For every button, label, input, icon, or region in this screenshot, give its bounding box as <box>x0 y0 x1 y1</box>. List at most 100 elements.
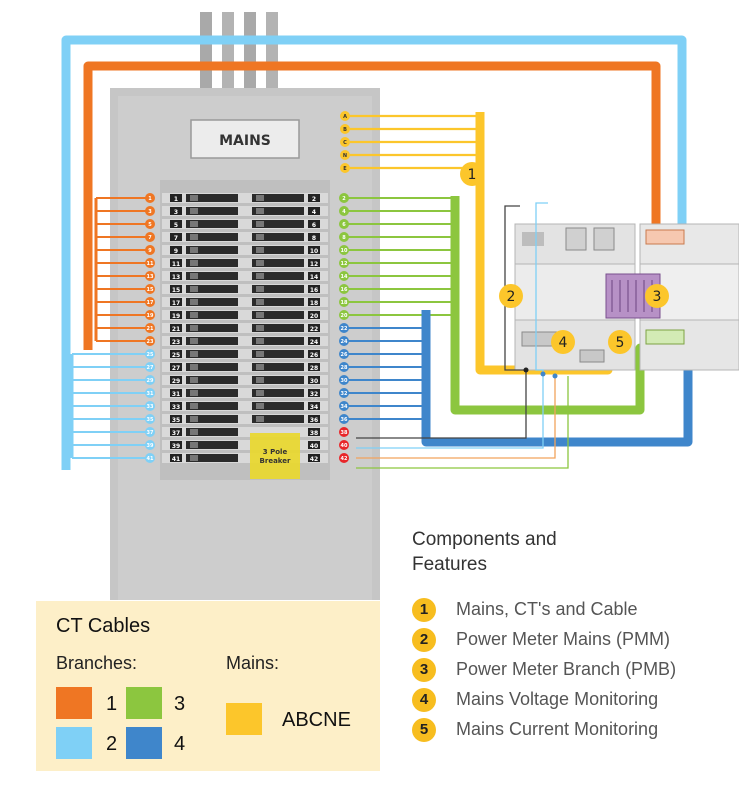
branch-ct-number-left: 9 <box>148 248 152 254</box>
branch-ct-number-right: 10 <box>341 248 348 254</box>
branch-ct-number-right: 14 <box>341 274 348 280</box>
breaker-left <box>186 402 238 410</box>
breaker-number-right: 36 <box>310 417 318 424</box>
breaker-handle <box>256 273 264 279</box>
legend-swatch-4 <box>126 727 162 759</box>
breaker-number-bg <box>308 285 320 293</box>
mains-ct <box>340 124 350 134</box>
breaker-number-right: 40 <box>310 443 318 450</box>
breaker-row-bg <box>162 362 328 372</box>
breaker-handle <box>256 234 264 240</box>
conduits <box>200 12 278 102</box>
breaker-row-bg <box>162 284 328 294</box>
breaker-number-bg <box>170 376 182 384</box>
branch-ct-left <box>145 375 155 385</box>
breaker-row-bg <box>162 297 328 307</box>
breaker-left <box>186 298 238 306</box>
breaker-number-bg <box>308 272 320 280</box>
breaker-number-left: 3 <box>174 209 178 216</box>
breaker-number-right: 24 <box>310 339 318 346</box>
callout-number: 3 <box>653 289 662 305</box>
branch-ct-number-right: 16 <box>341 287 348 293</box>
breaker-number-bg <box>308 194 320 202</box>
branch-ct-number-left: 3 <box>148 209 152 215</box>
breaker-handle <box>190 390 198 396</box>
branch-ct-number-right: 38 <box>341 430 348 436</box>
breaker-number-bg <box>308 220 320 228</box>
branch-ct-number-left: 33 <box>147 404 154 410</box>
callout-number: 2 <box>507 289 516 305</box>
breaker-handle <box>256 299 264 305</box>
branch-ct-right <box>339 297 349 307</box>
breaker-number-bg <box>308 363 320 371</box>
breaker-left <box>186 272 238 280</box>
branch-ct-number-left: 7 <box>148 235 152 241</box>
branch-ct-number-right: 26 <box>341 352 348 358</box>
breaker-row-bg <box>162 258 328 268</box>
component-number: 3 <box>412 658 436 682</box>
breaker-handle <box>256 338 264 344</box>
breaker-number-left: 21 <box>172 326 180 333</box>
breaker-number-bg <box>170 311 182 319</box>
branch-ct-number-left: 31 <box>147 391 154 397</box>
breaker-handle <box>190 247 198 253</box>
branch-ct-number-right: 24 <box>341 339 348 345</box>
breaker-number-bg <box>170 233 182 241</box>
breaker-right <box>252 220 304 228</box>
breaker-number-bg <box>170 428 182 436</box>
breaker-left <box>186 220 238 228</box>
branch-ct-number-right: 28 <box>341 365 348 371</box>
breaker-handle <box>190 351 198 357</box>
breaker-number-left: 19 <box>172 313 180 320</box>
breaker-handle <box>190 416 198 422</box>
branch-ct-left <box>145 336 155 346</box>
branch-ct-right <box>339 323 349 333</box>
breaker-right <box>252 350 304 358</box>
breaker-row-bg <box>162 453 328 463</box>
branch-ct-number-left: 11 <box>147 261 154 267</box>
breaker-row-bg <box>162 414 328 424</box>
branch-ct-right <box>339 271 349 281</box>
branch-ct-right <box>339 336 349 346</box>
branch-ct-left <box>145 284 155 294</box>
breaker-handle <box>190 403 198 409</box>
breaker-number-bg <box>308 324 320 332</box>
breaker-handle <box>256 286 264 292</box>
breaker-number-bg <box>170 441 182 449</box>
breaker-right <box>252 415 304 423</box>
breaker-number-bg <box>308 350 320 358</box>
breaker-number-left: 7 <box>174 235 178 242</box>
branch-ct-number-right: 8 <box>342 235 346 241</box>
mains-label-box <box>190 119 300 159</box>
component-label: Power Meter Branch (PMB) <box>456 659 677 679</box>
breaker-number-left: 9 <box>174 248 178 255</box>
breaker-number-bg <box>170 324 182 332</box>
branch-ct-left <box>145 440 155 450</box>
branch-ct-right <box>339 362 349 372</box>
breaker-handle <box>190 286 198 292</box>
legend-swatch-2 <box>56 727 92 759</box>
breaker-number-bg <box>308 428 320 436</box>
breaker-row-bg <box>162 427 328 437</box>
breaker-number-bg <box>170 402 182 410</box>
breaker-label-line2: Breaker <box>260 457 291 465</box>
branch-ct-left <box>145 427 155 437</box>
breaker-number-right: 6 <box>312 222 316 229</box>
breaker-number-bg <box>308 246 320 254</box>
breaker-number-bg <box>170 454 182 462</box>
cable-light-blue-outer <box>61 35 687 470</box>
breaker-number-right: 34 <box>310 404 318 411</box>
component-number: 5 <box>412 718 436 742</box>
callout-4 <box>551 330 575 354</box>
branch-ct-number-right: 20 <box>341 313 348 319</box>
breaker-number-bg <box>170 246 182 254</box>
legend-swatch-3 <box>126 687 162 719</box>
breaker-number-bg <box>170 272 182 280</box>
breaker-left <box>186 389 238 397</box>
component-number: 1 <box>412 598 436 622</box>
branch-ct-left <box>145 232 155 242</box>
breaker-number-right: 14 <box>310 274 318 281</box>
breaker-number-left: 27 <box>172 365 180 372</box>
breaker-number-bg <box>170 337 182 345</box>
